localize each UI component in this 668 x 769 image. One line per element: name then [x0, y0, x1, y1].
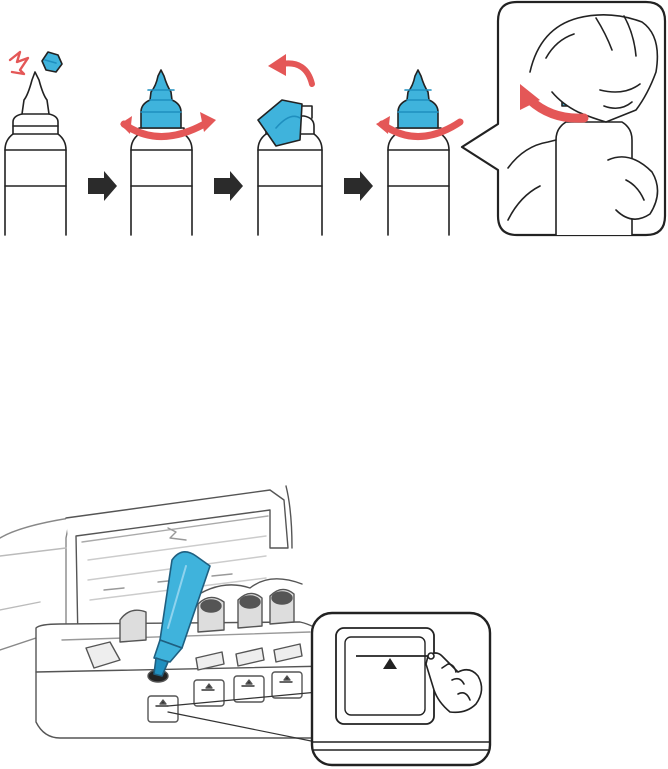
flow-arrow-2: [214, 171, 243, 201]
curved-arrow-icon: [282, 63, 312, 84]
nozzle-icon: [398, 70, 438, 128]
bottle-icon: [131, 128, 192, 235]
bottle-icon: [5, 72, 66, 235]
step-3-bottle: [258, 54, 322, 235]
printer-illustration: [0, 486, 330, 742]
step-1-bottle: [5, 52, 66, 235]
fill-line-callout: [312, 613, 490, 765]
nozzle-icon: [141, 70, 181, 128]
step-2-bottle: [120, 70, 216, 235]
spark-icon: [10, 52, 28, 74]
step-row: [5, 2, 665, 235]
step-4-bottle: [376, 70, 460, 235]
bottle-icon: [388, 128, 449, 235]
flow-arrow-3: [344, 171, 373, 201]
step-5-zoom-callout: [462, 2, 665, 235]
flow-arrow-1: [88, 171, 117, 201]
